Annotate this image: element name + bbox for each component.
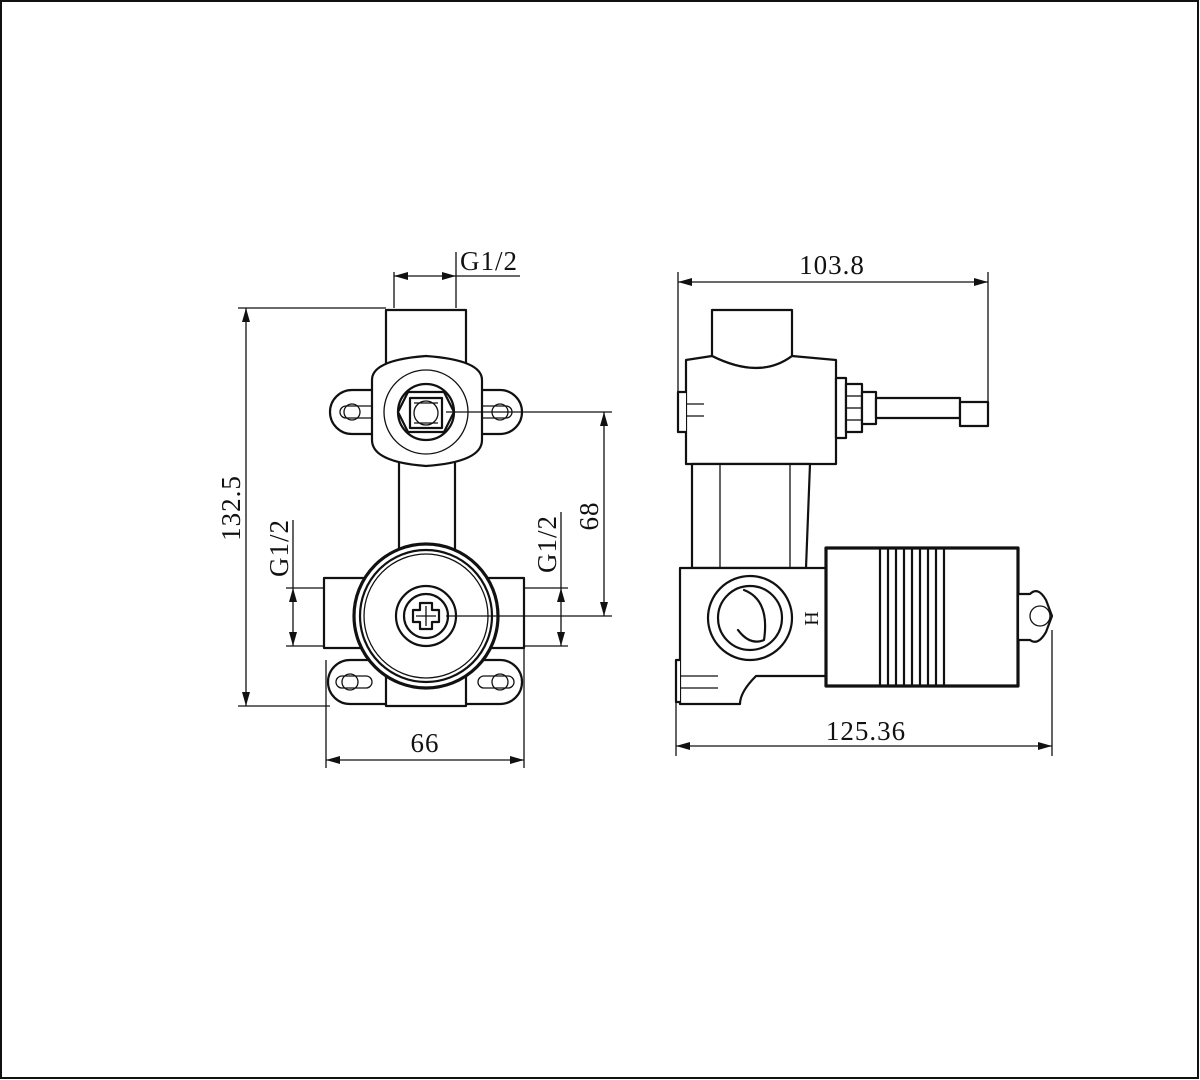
overall-width-label: 66 (411, 728, 440, 758)
overall-height-label: 132.5 (216, 475, 246, 541)
side-view: H (674, 308, 1054, 706)
dimension-center-distance: 68 (574, 412, 608, 616)
top-thread-label: G1/2 (460, 246, 518, 276)
dimension-overall-depth: 125.36 (675, 630, 1053, 756)
dimension-right-thread: G1/2 (524, 512, 568, 647)
stem-length-label: 103.8 (799, 250, 865, 280)
front-view (322, 308, 612, 708)
dimension-overall-width: 66 (325, 648, 525, 768)
right-thread-label: G1/2 (532, 515, 562, 573)
dimension-stem-length: 103.8 (677, 250, 989, 402)
dimension-top-thread: G1/2 (393, 246, 520, 308)
cartridge-ribs (878, 546, 946, 688)
left-thread-label: G1/2 (264, 519, 294, 577)
dimension-left-thread: G1/2 (264, 519, 324, 647)
center-distance-label: 68 (574, 502, 604, 531)
dimension-overall-height: 132.5 (216, 307, 386, 707)
overall-depth-label: 125.36 (826, 716, 906, 746)
hot-mark-label: H (801, 610, 823, 625)
